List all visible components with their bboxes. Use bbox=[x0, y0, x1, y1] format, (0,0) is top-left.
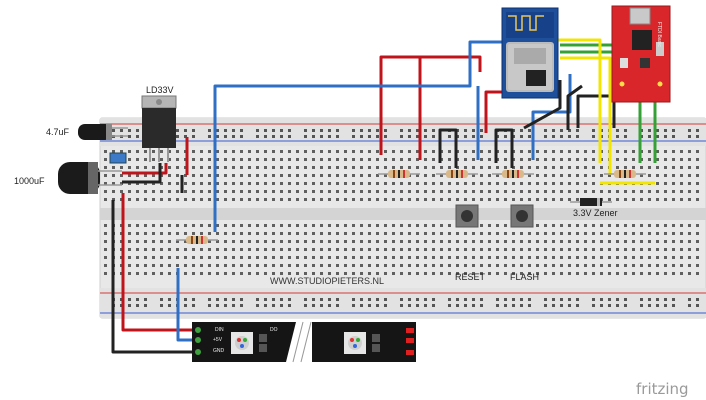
website-label: WWW.STUDIOPIETERS.NL bbox=[270, 276, 384, 286]
flash-button bbox=[510, 204, 534, 228]
wire-black-rst bbox=[438, 128, 458, 168]
zener-diode bbox=[570, 198, 612, 206]
wires bbox=[111, 38, 657, 354]
voltage-regulator bbox=[141, 95, 177, 162]
wire-yellow-2 bbox=[560, 56, 612, 175]
led-gnd-label: GND bbox=[213, 348, 225, 354]
wire-black-gnd-reg bbox=[122, 163, 162, 184]
reset-button bbox=[455, 204, 479, 228]
resistor-2 bbox=[436, 170, 478, 178]
led-do-label: DO bbox=[270, 327, 278, 333]
wire-yellow-1 bbox=[558, 38, 602, 163]
led-din-label: DIN bbox=[215, 327, 224, 333]
resistors bbox=[176, 170, 646, 244]
capacitor-4-7uf bbox=[78, 124, 128, 140]
resistor-5 bbox=[176, 236, 218, 244]
wire-red-vin bbox=[122, 163, 168, 175]
resistor-1 bbox=[378, 170, 420, 178]
wire-black-ftdi bbox=[576, 94, 616, 128]
fritzing-watermark: fritzing bbox=[636, 380, 689, 398]
ftdi-label: FTDI Basic bbox=[656, 22, 662, 47]
resistor-3 bbox=[492, 170, 534, 178]
esp8266-module bbox=[501, 7, 559, 99]
wire-red-led bbox=[121, 193, 200, 332]
dc-jack bbox=[109, 152, 127, 164]
reset-label: RESET bbox=[455, 272, 486, 282]
led-5v-label: +5V bbox=[213, 337, 223, 343]
cap-small-label: 4.7uF bbox=[46, 127, 70, 137]
cap-large-label: 1000uF bbox=[14, 176, 45, 186]
resistor-4 bbox=[604, 170, 646, 178]
wire-black-esp bbox=[523, 80, 562, 130]
wire-blue-data bbox=[213, 40, 504, 232]
breadboard-holes bbox=[104, 129, 699, 307]
ftdi-board: FTDI Basic bbox=[611, 5, 671, 103]
led-1 bbox=[231, 332, 253, 354]
wire-black-led bbox=[111, 200, 200, 354]
wire-red-3 bbox=[484, 90, 504, 133]
regulator-label: LD33V bbox=[146, 85, 174, 95]
capacitor-1000uf bbox=[58, 162, 122, 194]
breadboard bbox=[99, 117, 706, 319]
wire-black-esp2 bbox=[566, 84, 583, 130]
wire-black-flash bbox=[494, 128, 514, 168]
led-2 bbox=[344, 332, 366, 354]
zener-label: 3.3V Zener bbox=[573, 208, 618, 218]
led-strip-pads bbox=[195, 327, 414, 355]
led-strip: DIN +5V GND DO bbox=[192, 321, 416, 363]
wire-red-ch bbox=[379, 55, 482, 155]
flash-label: FLASH bbox=[510, 272, 539, 282]
